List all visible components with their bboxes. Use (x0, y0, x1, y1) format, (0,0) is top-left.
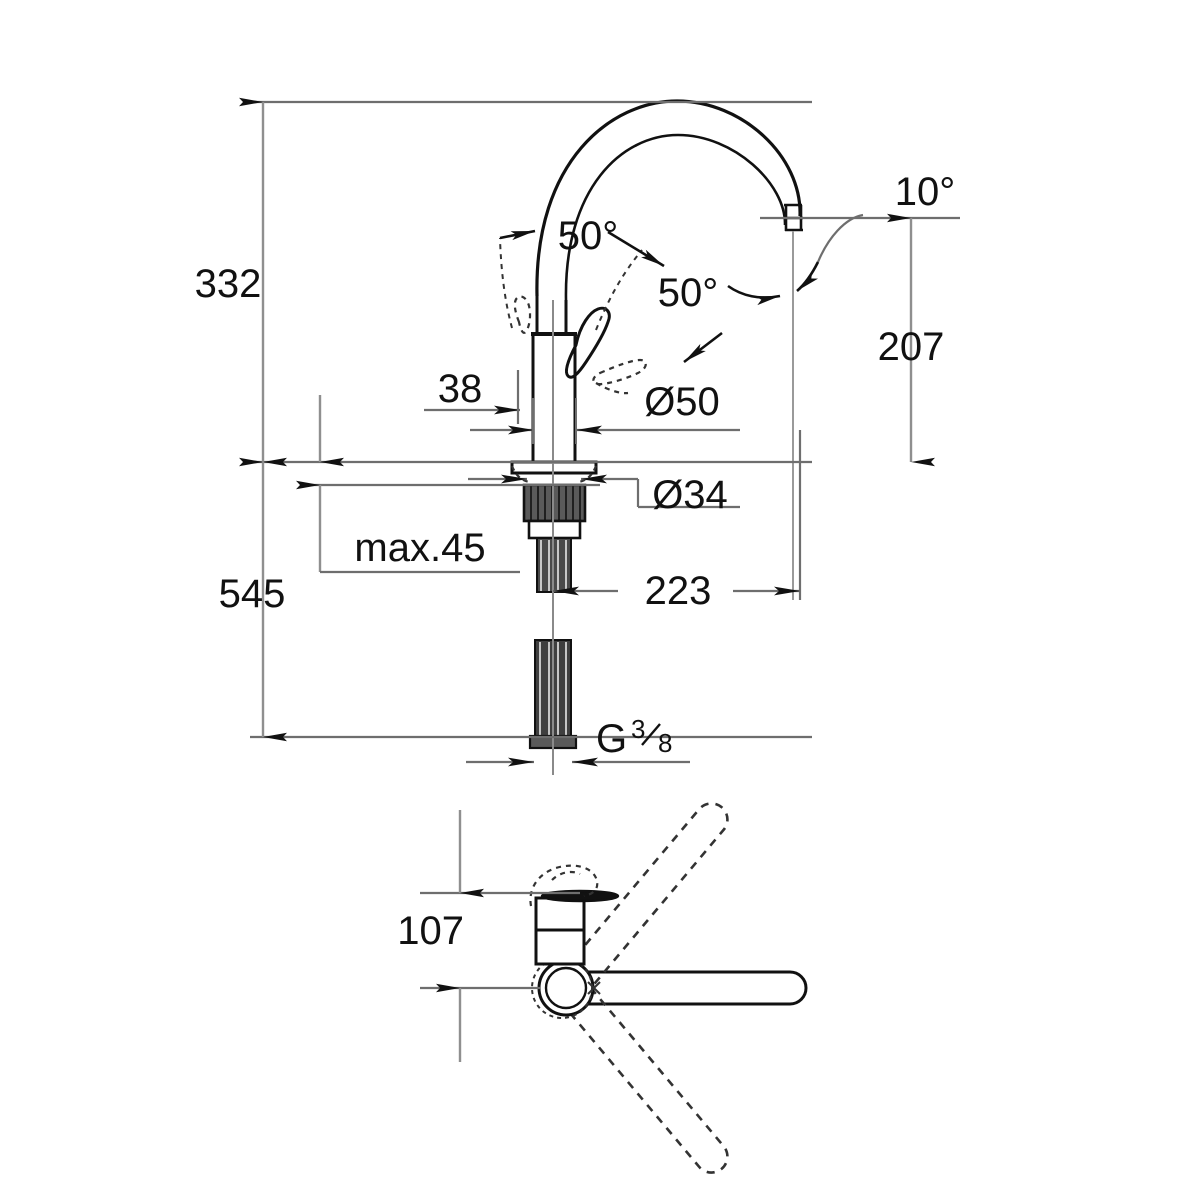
top-view-spout-alt-upper (544, 802, 729, 1014)
dimension-207: 207 (760, 213, 960, 467)
side-elevation-view (510, 99, 803, 775)
lever-handle (564, 306, 611, 379)
top-view-center-mark (587, 981, 601, 995)
top-view: 107 (397, 802, 808, 1174)
dimension-332-label: 332 (195, 262, 262, 306)
dimension-d34-label: Ø34 (652, 473, 728, 517)
dimension-d34: Ø34 (468, 473, 740, 517)
dimension-max45: max.45 (296, 395, 600, 574)
top-view-spout-alt-lower (544, 962, 729, 1174)
dimension-10deg-label: 10° (895, 170, 956, 214)
dimension-107-value: 107 (397, 909, 464, 953)
dimension-50deg-right-label: 50° (658, 271, 719, 315)
lever-handle-alt-right (592, 358, 647, 395)
dimension-max45-label: max.45 (354, 526, 485, 570)
dimension-223: 223 (553, 430, 802, 613)
dimension-107: 107 (397, 810, 580, 1062)
spout-arc (535, 99, 802, 297)
dimension-545: 545 (219, 457, 812, 742)
top-view-pivot-dashed (531, 957, 593, 1019)
dimension-545-label: 545 (219, 572, 286, 616)
top-view-pivot-inner (544, 966, 588, 1010)
dimension-d50: Ø50 (470, 380, 740, 444)
mounting-nut (522, 483, 587, 540)
callout-g38-letter: G (596, 717, 627, 761)
top-view-spout (551, 970, 808, 1006)
dimension-332: 332 (195, 97, 812, 467)
callout-g38-numerator: 3 (631, 714, 645, 744)
dimension-d50-label: Ø50 (644, 380, 720, 424)
spout-column-lines (535, 296, 568, 336)
dimension-207-label: 207 (878, 325, 945, 369)
dimension-38-label: 38 (438, 367, 483, 411)
dimension-38: 38 (424, 367, 520, 424)
lever-handle-alt-up (513, 295, 532, 334)
spout-arc-inner (564, 133, 787, 301)
callout-g38-denominator: 8 (658, 728, 672, 758)
dimension-10deg: 10° (727, 170, 956, 306)
top-view-handle-dashed (529, 864, 599, 907)
dimension-50deg-left: 50° (499, 214, 619, 329)
dimension-50deg-right: 50° (595, 230, 723, 364)
dimension-50deg-left-label: 50° (558, 214, 619, 258)
dimension-223-label: 223 (645, 569, 712, 613)
callout-g38: G 3 8 (466, 714, 690, 767)
top-view-handle-body (534, 896, 586, 966)
